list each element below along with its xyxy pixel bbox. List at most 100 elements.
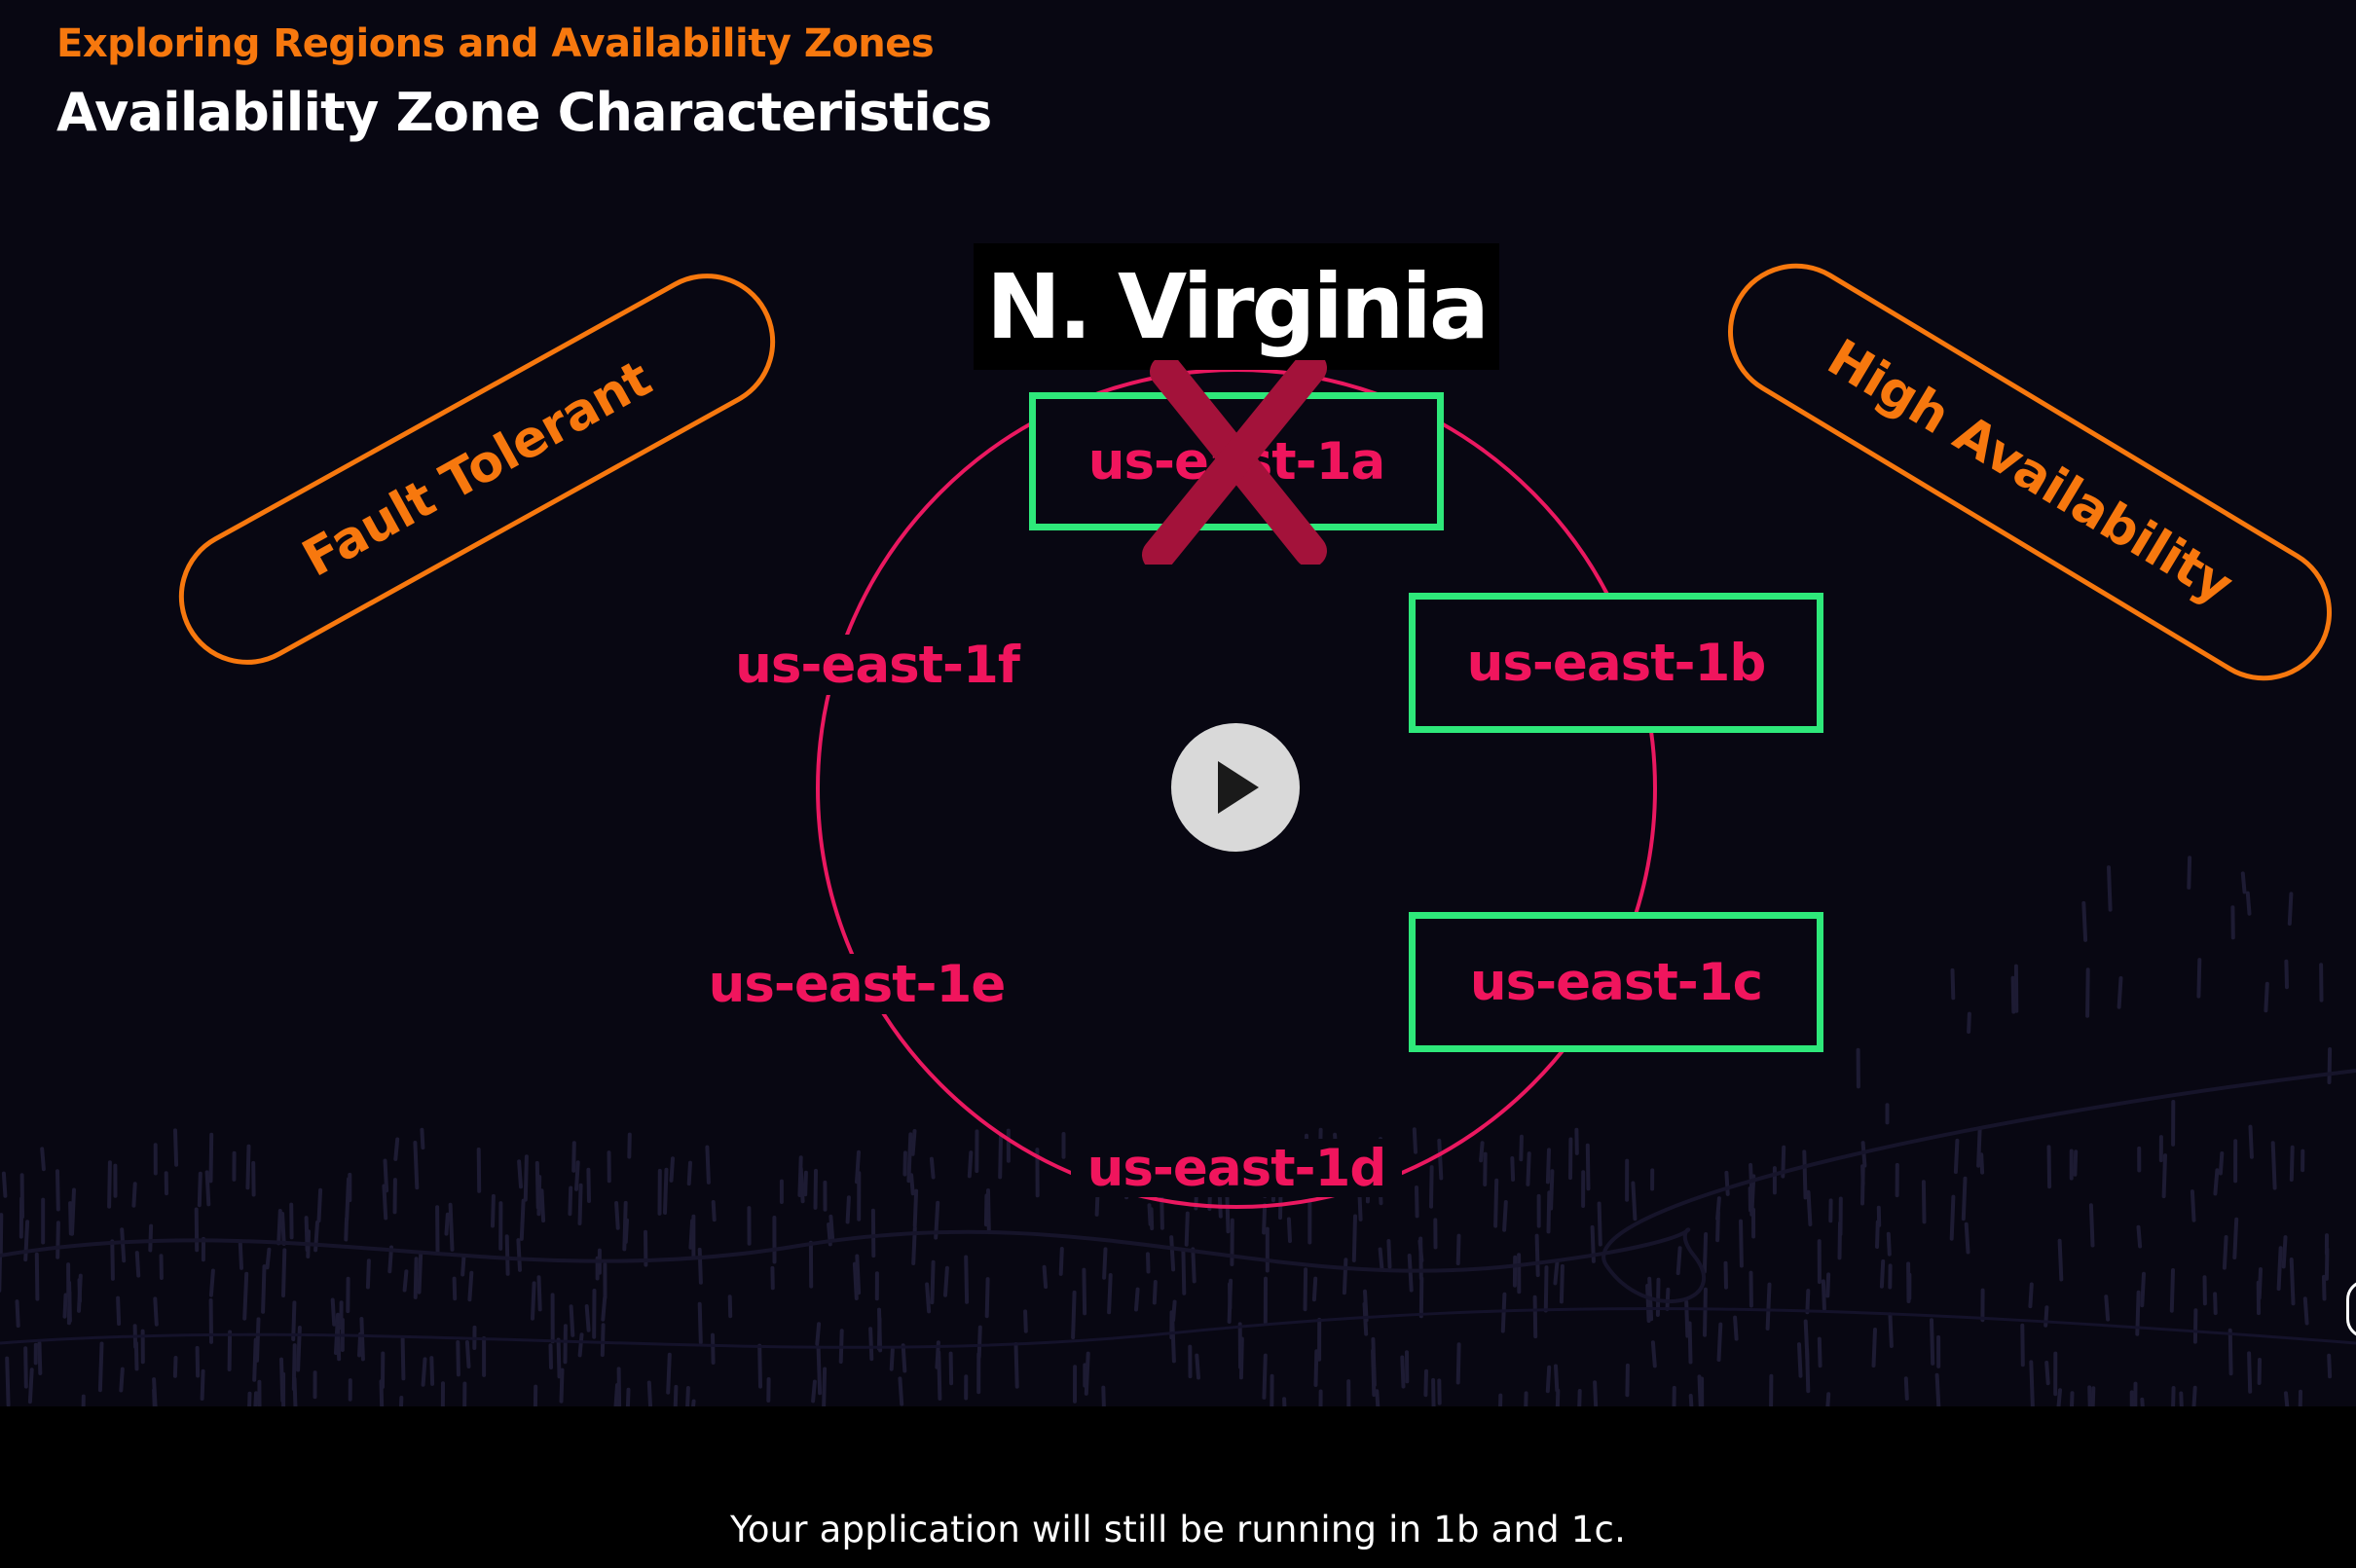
- subtitle-caption: Your application will still be running i…: [729, 1509, 1627, 1550]
- texture-dash: [77, 1278, 82, 1303]
- texture-dash: [148, 1223, 154, 1253]
- texture-dash: [1013, 1342, 1019, 1389]
- texture-dash: [2222, 1235, 2228, 1270]
- texture-dash: [81, 1394, 86, 1406]
- texture-dash: [413, 1141, 420, 1190]
- play-icon: [1218, 761, 1259, 814]
- texture-dash: [1950, 967, 1956, 1001]
- failed-zone-cross-icon: [1142, 360, 1327, 565]
- texture-dash: [1903, 1376, 1909, 1401]
- texture-dash: [2284, 959, 2289, 990]
- texture-dash: [898, 1376, 904, 1406]
- texture-dash: [1418, 1276, 1424, 1319]
- texture-dash: [1715, 1196, 1721, 1222]
- texture-dash: [1597, 1201, 1602, 1247]
- texture-dash: [265, 1247, 272, 1270]
- texture-dash: [1650, 1340, 1657, 1368]
- texture-dash: [1549, 1169, 1555, 1211]
- texture-dash: [1921, 1180, 1927, 1224]
- texture-dash: [227, 1330, 233, 1371]
- texture-dash: [2324, 1247, 2330, 1281]
- texture-dash: [685, 1386, 690, 1406]
- texture-dash: [464, 1340, 471, 1368]
- texture-dash: [2264, 981, 2269, 1013]
- texture-dash: [2187, 856, 2192, 890]
- zone-us-east-1b: us-east-1b: [1409, 593, 1823, 733]
- texture-dash: [1675, 1246, 1682, 1276]
- video-frame[interactable]: Exploring Regions and Availability Zones…: [0, 0, 2356, 1406]
- texture-dash: [1102, 1247, 1108, 1280]
- texture-dash: [523, 1154, 529, 1202]
- texture-dash: [37, 1341, 43, 1375]
- texture-dash: [906, 1132, 913, 1184]
- texture-dash: [548, 1343, 553, 1369]
- texture-dash: [62, 1293, 68, 1319]
- texture-dash: [261, 1264, 267, 1314]
- texture-dash: [1152, 1280, 1158, 1305]
- texture-dash: [421, 1357, 427, 1387]
- texture-dash: [1378, 1247, 1384, 1272]
- texture-dash: [336, 1324, 342, 1362]
- texture-dash: [2171, 1386, 2176, 1406]
- texture-dash: [1023, 1309, 1028, 1333]
- texture-dash: [1534, 1233, 1540, 1278]
- texture-dash: [627, 1132, 632, 1159]
- texture-dash: [811, 1379, 817, 1404]
- texture-dash: [815, 1322, 822, 1346]
- texture-dash: [116, 1295, 122, 1327]
- texture-dash: [1412, 1127, 1417, 1154]
- texture-dash: [1825, 1272, 1831, 1298]
- texture-dash: [1765, 1282, 1772, 1331]
- texture-dash: [705, 1145, 711, 1185]
- texture-dash: [504, 1234, 510, 1276]
- texture-dash: [2070, 1391, 2075, 1406]
- texture-dash: [1342, 1258, 1348, 1295]
- texture-dash: [1837, 1221, 1842, 1260]
- texture-dash: [27, 1367, 34, 1404]
- texture-dash: [97, 1341, 104, 1393]
- texture-dash: [912, 1188, 919, 1228]
- texture-dash: [828, 1214, 835, 1241]
- texture-dash: [625, 1387, 631, 1406]
- texture-dash: [1146, 1252, 1151, 1274]
- texture-dash: [172, 1356, 178, 1378]
- texture-dash: [2028, 1282, 2034, 1309]
- texture-dash: [456, 1340, 460, 1377]
- texture-dash: [2136, 1224, 2143, 1249]
- texture-dash: [1961, 1176, 1968, 1222]
- texture-dash: [1543, 1265, 1549, 1313]
- texture-dash: [1519, 1134, 1524, 1162]
- texture-dash: [1688, 1394, 1694, 1406]
- texture-dash: [413, 1257, 419, 1299]
- texture-dash: [1559, 1263, 1565, 1304]
- texture-dash: [34, 1252, 40, 1301]
- texture-dash: [153, 1296, 159, 1327]
- texture-dash: [2179, 1391, 2184, 1406]
- texture-dash: [571, 1141, 576, 1173]
- texture-dash: [711, 1200, 717, 1222]
- texture-dash: [1949, 1194, 1956, 1241]
- texture-dash: [247, 1391, 252, 1406]
- texture-dash: [1821, 1279, 1826, 1311]
- texture-dash: [2248, 1124, 2254, 1159]
- texture-dash: [1227, 1278, 1233, 1324]
- texture-dash: [1554, 1364, 1560, 1393]
- texture-dash: [2190, 1189, 2196, 1222]
- texture-dash: [531, 1281, 536, 1321]
- texture-dash: [1749, 1174, 1756, 1217]
- texture-dash: [1733, 1315, 1739, 1341]
- texture-dash: [1375, 1389, 1380, 1406]
- texture-dash: [1303, 1267, 1308, 1312]
- texture-dash: [586, 1167, 591, 1203]
- region-ring: [816, 368, 1657, 1209]
- texture-dash: [1171, 1299, 1177, 1323]
- texture-dash: [2140, 1271, 2146, 1308]
- texture-dash: [2213, 1168, 2220, 1196]
- texture-dash: [452, 1276, 458, 1301]
- play-button[interactable]: [1171, 723, 1300, 852]
- texture-dash: [120, 1227, 127, 1263]
- texture-dash: [1082, 1267, 1087, 1316]
- texture-dash: [1805, 1347, 1811, 1394]
- texture-dash: [1724, 1170, 1730, 1196]
- texture-dash: [727, 1295, 733, 1319]
